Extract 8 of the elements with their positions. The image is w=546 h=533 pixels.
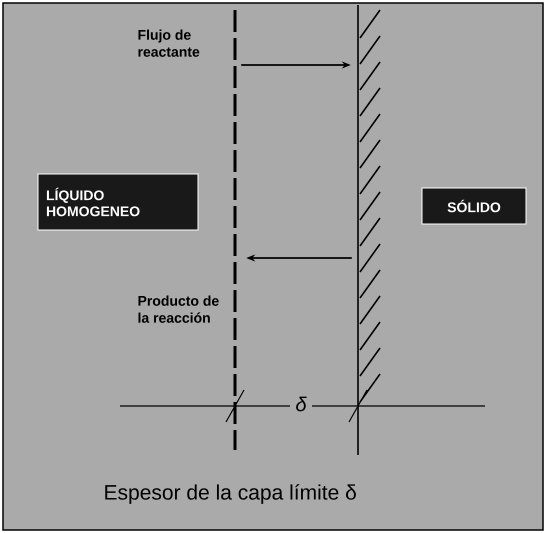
liquid-label-box: LÍQUIDO HOMOGENEO [38, 174, 198, 230]
flow-label: Flujo de reactante [138, 30, 200, 57]
dashed-boundary-line [234, 10, 236, 450]
solid-label-box: SÓLIDO [422, 188, 526, 224]
caption-text: Espesor de la capa límite δ [105, 484, 356, 504]
dimension-label: δ [296, 396, 307, 412]
product-label: Producto de la reacción [138, 296, 219, 323]
solid-wall-drawing [357, 4, 381, 456]
